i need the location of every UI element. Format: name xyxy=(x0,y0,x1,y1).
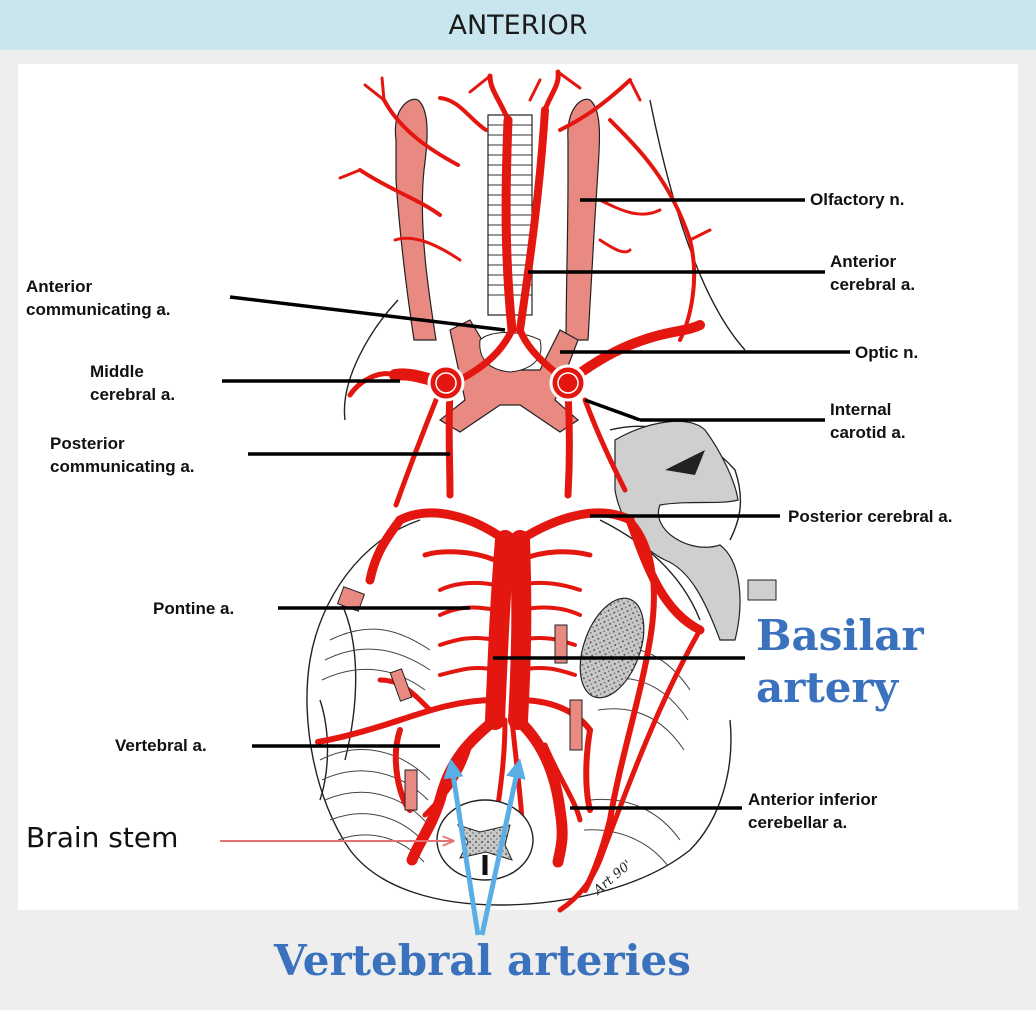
callout-brain-stem: Brain stem xyxy=(26,821,179,854)
temporal-bone-shape xyxy=(614,420,741,641)
label-posterior-communicating-a: Posterior communicating a. xyxy=(50,434,195,476)
callout-basilar-artery: Basilar artery xyxy=(756,611,924,712)
vertebral-arrows[interactable] xyxy=(443,758,526,936)
gray-block xyxy=(747,579,777,601)
label-vertebral-a: Vertebral a. xyxy=(115,736,207,755)
olfactory-nerves xyxy=(394,98,601,341)
header-title: ANTERIOR xyxy=(448,9,588,41)
brain-outline xyxy=(306,99,746,906)
label-pontine-a: Pontine a. xyxy=(153,599,235,618)
internal-carotid-circles xyxy=(427,364,587,402)
label-optic-n: Optic n. xyxy=(855,343,919,362)
header-bar: ANTERIOR xyxy=(0,0,1036,50)
cerebellum-striations xyxy=(319,628,691,867)
label-middle-cerebral-a: Middle cerebral a. xyxy=(90,362,176,404)
label-anterior-inferior-cerebellar-a: Anterior inferior cerebellar a. xyxy=(748,790,878,832)
callout-vertebral-arteries: Vertebral arteries xyxy=(274,936,691,985)
artery-network xyxy=(315,69,712,913)
leader-lines xyxy=(222,198,850,810)
label-anterior-communicating-a: Anterior communicating a. xyxy=(26,277,171,319)
vessel-stumps xyxy=(336,586,583,811)
label-anterior-cerebral-a: Anterior cerebral a. xyxy=(830,252,916,294)
label-posterior-cerebral-a: Posterior cerebral a. xyxy=(788,507,953,526)
label-internal-carotid-a: Internal carotid a. xyxy=(830,400,906,442)
label-olfactory-n: Olfactory n. xyxy=(810,190,905,209)
temporal-notch xyxy=(665,450,705,475)
